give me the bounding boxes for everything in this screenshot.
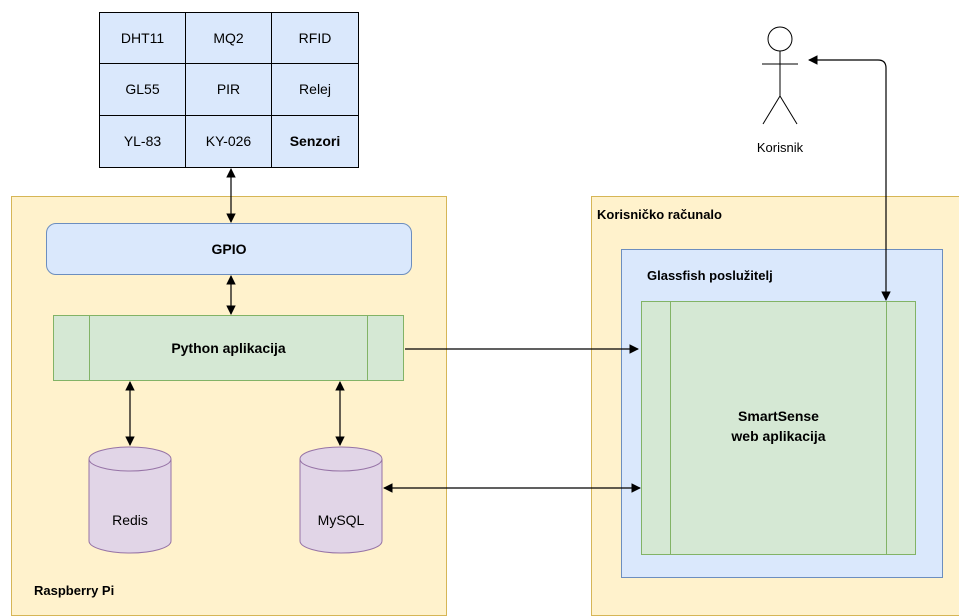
sensor-gl55: GL55: [100, 64, 186, 116]
user-actor-icon: [762, 26, 798, 125]
process-bar-left: [89, 316, 90, 380]
gpio-box: GPIO: [46, 223, 412, 275]
gpio-label: GPIO: [211, 241, 247, 257]
sensor-pir: PIR: [186, 64, 272, 116]
python-app-box: Python aplikacija: [53, 315, 404, 381]
sensor-relej: Relej: [272, 64, 358, 116]
raspberry-pi-label: Raspberry Pi: [34, 583, 115, 598]
glassfish-label: Glassfish poslužitelj: [647, 268, 773, 283]
sensor-ky026: KY-026: [186, 115, 272, 167]
redis-label: Redis: [112, 512, 148, 528]
sensor-rfid: RFID: [272, 13, 358, 65]
database-cylinder-icon: [299, 446, 383, 554]
sensor-mq2: MQ2: [186, 13, 272, 65]
web-app-label-line2: web aplikacija: [731, 428, 826, 444]
mysql-label: MySQL: [317, 512, 365, 528]
sensor-yl83: YL-83: [100, 115, 186, 167]
user-actor: Korisnik: [745, 26, 815, 162]
sensor-dht11: DHT11: [100, 13, 186, 65]
process-bar-right: [367, 316, 368, 380]
process-bar-right: [886, 302, 887, 554]
python-app-label: Python aplikacija: [171, 340, 286, 356]
redis-database: Redis: [88, 446, 172, 554]
database-cylinder-icon: [88, 446, 172, 554]
web-app-label-line1: SmartSense: [738, 408, 819, 424]
process-bar-left: [670, 302, 671, 554]
web-app-box: SmartSense web aplikacija: [641, 301, 916, 555]
sensors-title: Senzori: [289, 133, 341, 150]
sensor-grid: DHT11 MQ2 RFID GL55 PIR Relej YL-83 KY-0…: [99, 12, 359, 168]
web-app-label: SmartSense web aplikacija: [642, 406, 915, 446]
mysql-database: MySQL: [299, 446, 383, 554]
user-label: Korisnik: [756, 140, 804, 155]
user-computer-label: Korisničko računalo: [597, 207, 722, 222]
